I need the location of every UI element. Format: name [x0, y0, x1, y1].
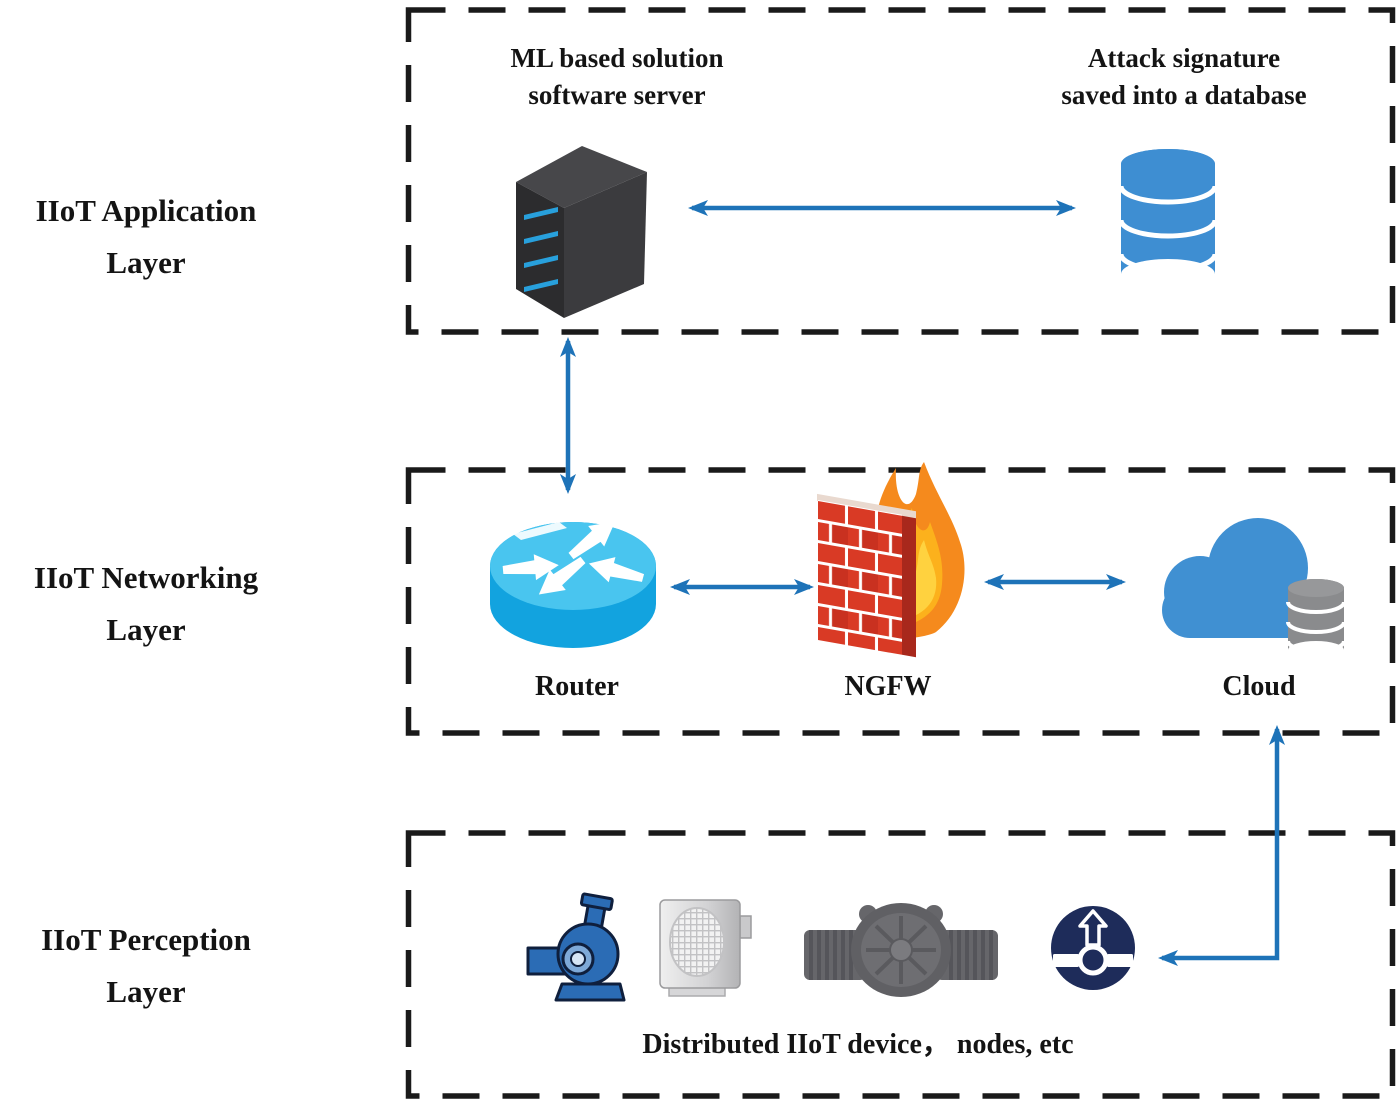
networking-layer-label: IIoT Networking Layer	[0, 552, 292, 656]
brick-wall-icon	[817, 493, 916, 658]
attack-database-label-line2: saved into a database	[1061, 80, 1307, 110]
ml-server-label-line2: software server	[528, 80, 706, 110]
cloud-icon	[1162, 518, 1346, 653]
up-arrow-icon	[1078, 909, 1108, 947]
perception-caption: Distributed IIoT device， nodes, etc	[642, 1029, 1074, 1060]
cloud-label: Cloud	[1222, 671, 1296, 702]
perception-layer-label-line2: Layer	[106, 974, 186, 1009]
pump-icon	[526, 892, 626, 1002]
server-led-lights	[524, 207, 558, 292]
router-label: Router	[535, 671, 619, 702]
attack-database-label: Attack signature saved into a database	[1034, 40, 1334, 114]
networking-layer-box	[405, 467, 1396, 736]
database-icon	[1118, 149, 1218, 274]
attack-database-label-line1: Attack signature	[1087, 43, 1281, 73]
valve-icon	[804, 903, 998, 997]
perception-layer-label-line1: IIoT Perception	[41, 922, 251, 957]
perception-layer-label: IIoT Perception Layer	[0, 914, 292, 1018]
networking-layer-label-line2: Layer	[106, 612, 186, 647]
networking-layer-label-line1: IIoT Networking	[33, 560, 259, 595]
cloud-database-icon	[1286, 579, 1346, 653]
firewall-icon	[817, 462, 965, 658]
ngfw-label: NGFW	[844, 671, 932, 702]
application-layer-box	[405, 7, 1396, 335]
filter-icon	[659, 899, 752, 997]
gateway-icon	[1051, 906, 1135, 990]
application-layer-label-line2: Layer	[106, 245, 186, 280]
router-icon	[490, 511, 656, 648]
ml-server-label: ML based solution software server	[467, 40, 767, 114]
application-layer-label: IIoT Application Layer	[0, 185, 292, 289]
server-icon	[516, 146, 647, 318]
ml-server-label-line1: ML based solution	[510, 43, 724, 73]
application-layer-label-line1: IIoT Application	[35, 193, 257, 228]
perception-layer-box	[405, 830, 1396, 1099]
gateway-cloud-arrow	[1158, 725, 1285, 966]
